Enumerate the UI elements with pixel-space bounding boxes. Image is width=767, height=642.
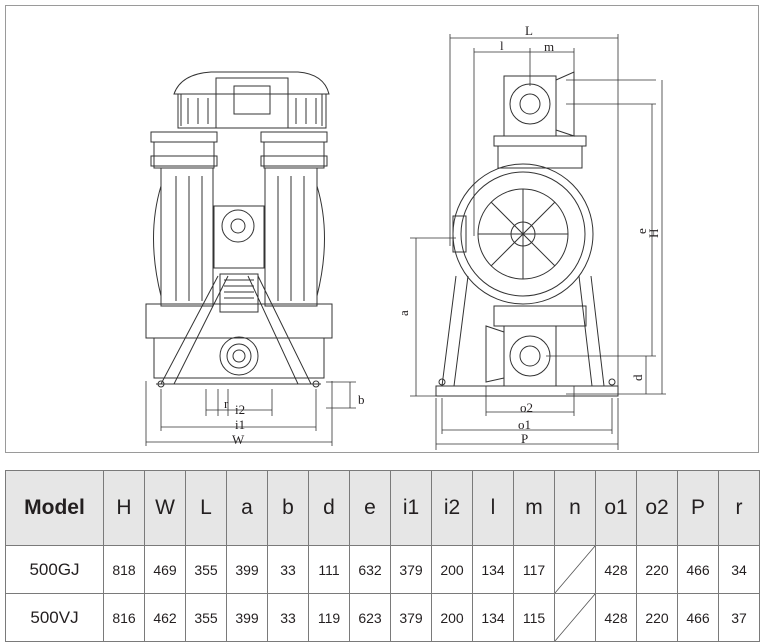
dim-label-P: P	[521, 431, 528, 446]
cell-d: 119	[308, 593, 350, 642]
diagonal-slash-icon	[555, 546, 595, 593]
cell-a: 399	[226, 593, 268, 642]
cell-o1: 428	[595, 593, 637, 642]
header-H: H	[103, 470, 145, 546]
model-cell: 500VJ	[5, 593, 104, 642]
cell-L: 355	[185, 593, 227, 642]
cell-H: 818	[103, 545, 145, 594]
dim-label-H: H	[646, 229, 661, 238]
header-o1: o1	[595, 470, 637, 546]
cell-o1: 428	[595, 545, 637, 594]
cell-H: 816	[103, 593, 145, 642]
cell-P: 466	[677, 593, 719, 642]
dim-label-L: L	[525, 23, 533, 38]
cell-i2: 200	[431, 545, 473, 594]
dim-label-e: e	[634, 228, 649, 234]
cell-W: 469	[144, 545, 186, 594]
header-i1: i1	[390, 470, 432, 546]
cell-r: 37	[718, 593, 760, 642]
table-header-row: Model H W L a b d e i1 i2 l m n o1 o2 P …	[5, 470, 760, 546]
front-view-pump	[145, 71, 333, 388]
cell-l: 134	[472, 545, 514, 594]
cell-a: 399	[226, 545, 268, 594]
cell-i1: 379	[390, 545, 432, 594]
header-W: W	[144, 470, 186, 546]
header-l: l	[472, 470, 514, 546]
dim-label-b: b	[358, 392, 365, 407]
header-model: Model	[5, 470, 104, 546]
cell-L: 355	[185, 545, 227, 594]
cell-W: 462	[144, 593, 186, 642]
header-r: r	[718, 470, 760, 546]
dim-label-i1: i1	[235, 417, 245, 432]
cell-b: 33	[267, 545, 309, 594]
cell-i1: 379	[390, 593, 432, 642]
header-P: P	[677, 470, 719, 546]
cell-m: 117	[513, 545, 555, 594]
diagonal-slash-icon	[555, 594, 595, 641]
spec-table: Model H W L a b d e i1 i2 l m n o1 o2 P …	[5, 470, 760, 642]
header-e: e	[349, 470, 391, 546]
header-L: L	[185, 470, 227, 546]
header-n: n	[554, 470, 596, 546]
cell-b: 33	[267, 593, 309, 642]
cell-n-not-applicable	[554, 545, 596, 594]
dimension-drawing: r i2 i1 W b L l m a e H d o2 o1 P	[5, 5, 759, 453]
table-row: 500GJ 818 469 355 399 33 111 632 379 200…	[5, 545, 760, 594]
dim-label-m: m	[544, 39, 554, 54]
header-i2: i2	[431, 470, 473, 546]
model-cell: 500GJ	[5, 545, 104, 594]
header-b: b	[267, 470, 309, 546]
cell-r: 34	[718, 545, 760, 594]
cell-l: 134	[472, 593, 514, 642]
header-d: d	[308, 470, 350, 546]
cell-n-not-applicable	[554, 593, 596, 642]
cell-d: 111	[308, 545, 350, 594]
dim-label-a: a	[396, 310, 411, 316]
cell-P: 466	[677, 545, 719, 594]
cell-o2: 220	[636, 593, 678, 642]
side-view-dimensions	[410, 34, 666, 450]
dim-label-o1: o1	[518, 417, 531, 432]
header-m: m	[513, 470, 555, 546]
header-a: a	[226, 470, 268, 546]
cell-e: 632	[349, 545, 391, 594]
side-view-pump	[435, 71, 619, 397]
dim-label-r: r	[224, 396, 229, 411]
dim-label-l: l	[500, 38, 504, 53]
dim-label-i2-front: i2	[235, 402, 245, 417]
table-row: 500VJ 816 462 355 399 33 119 623 379 200…	[5, 593, 760, 642]
dim-label-o2: o2	[520, 400, 533, 415]
cell-o2: 220	[636, 545, 678, 594]
pump-drawing-svg: r i2 i1 W b L l m a e H d o2 o1 P	[145, 23, 666, 450]
cell-i2: 200	[431, 593, 473, 642]
cell-e: 623	[349, 593, 391, 642]
front-view-dimensions	[145, 381, 356, 446]
dim-label-d: d	[630, 374, 645, 381]
dim-label-W: W	[232, 432, 245, 447]
cell-m: 115	[513, 593, 555, 642]
header-o2: o2	[636, 470, 678, 546]
